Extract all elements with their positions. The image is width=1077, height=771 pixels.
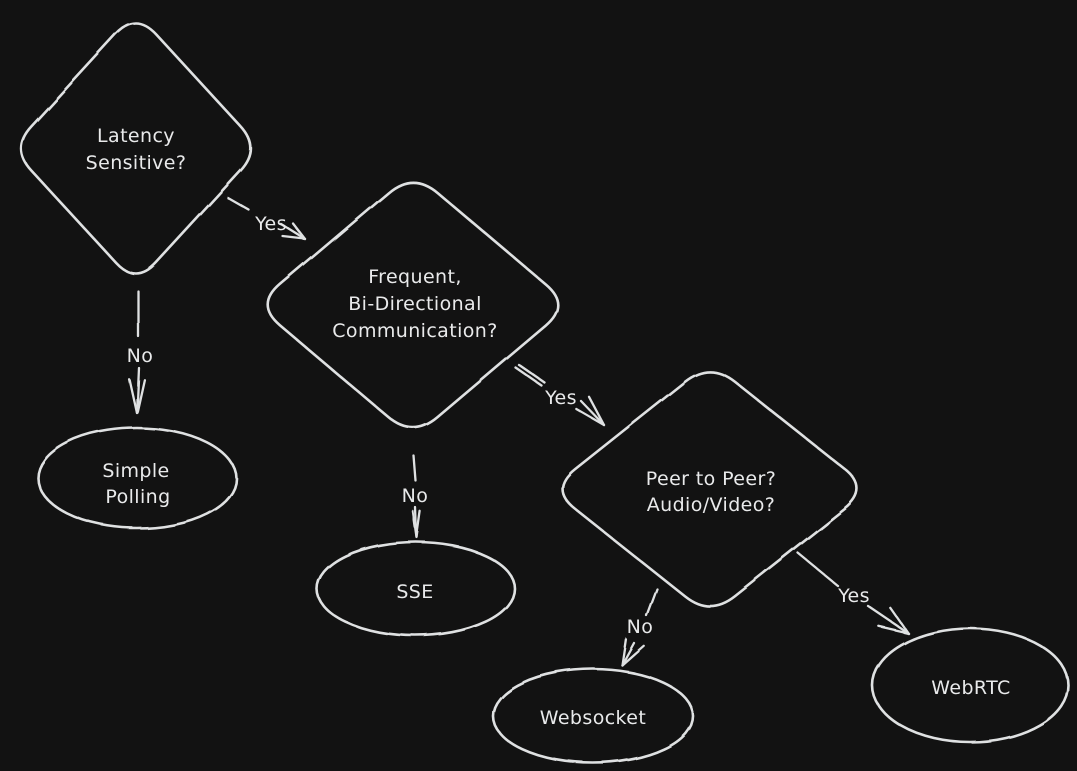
edge-label-no-latency-to-simple-polling: No [127, 345, 154, 367]
node-simple-polling-label-line2: Polling [105, 486, 170, 508]
edge-label-no-bidirectional-to-sse: No [402, 485, 429, 507]
decision-latency-sensitive-shape [19, 22, 253, 275]
edge-yes-peer-to-peer-to-webrtc-arrowhead [877, 607, 910, 635]
node-bidirectional-label-line3: Communication? [332, 320, 497, 342]
node-bidirectional-label-line2: Bi-Directional [348, 293, 482, 315]
result-sse-shape [315, 540, 517, 638]
edge-yes-bidirectional-to-peer-to-peer-arrowhead [575, 395, 606, 427]
edge-label-yes-latency-to-bidirectional: Yes [254, 213, 287, 235]
edge-yes-latency-to-bidirectional-arrowhead [281, 222, 307, 241]
edge-label-no-peer-to-peer-to-websocket: No [627, 616, 654, 638]
node-peer-to-peer-label-line1: Peer to Peer? [646, 468, 776, 490]
edge-no-peer-to-peer-to-websocket [620, 587, 659, 667]
node-latency-label-line2: Sensitive? [86, 152, 187, 174]
result-websocket-shape [491, 667, 695, 765]
decision-peer-to-peer-shape [561, 370, 859, 608]
edge-no-bidirectional-to-sse-arrowhead [412, 510, 422, 539]
edge-no-latency-to-simple-polling [135, 289, 141, 415]
edge-yes-bidirectional-to-peer-to-peer [514, 363, 606, 427]
edge-yes-peer-to-peer-to-webrtc [796, 551, 910, 635]
node-peer-to-peer-label-line2: Audio/Video? [647, 494, 776, 516]
edge-no-latency-to-simple-polling-arrowhead [128, 378, 146, 415]
node-webrtc-label: WebRTC [931, 677, 1010, 699]
node-websocket-label: Websocket [540, 707, 646, 729]
node-sse-label: SSE [396, 581, 433, 603]
edge-label-yes-peer-to-peer-to-webrtc: Yes [837, 585, 870, 607]
node-bidirectional-label-line1: Frequent, [368, 266, 462, 288]
edge-yes-latency-to-bidirectional [226, 196, 307, 241]
decision-bidirectional-communication-shape [266, 181, 560, 429]
result-simple-polling-shape [36, 426, 238, 530]
edge-label-yes-bidirectional-to-peer-to-peer: Yes [544, 387, 577, 409]
node-simple-polling-label-line1: Simple [102, 460, 169, 482]
edge-no-peer-to-peer-to-websocket-arrowhead [620, 638, 645, 667]
result-webrtc-shape [870, 626, 1070, 744]
node-latency-label-line1: Latency [97, 125, 175, 147]
